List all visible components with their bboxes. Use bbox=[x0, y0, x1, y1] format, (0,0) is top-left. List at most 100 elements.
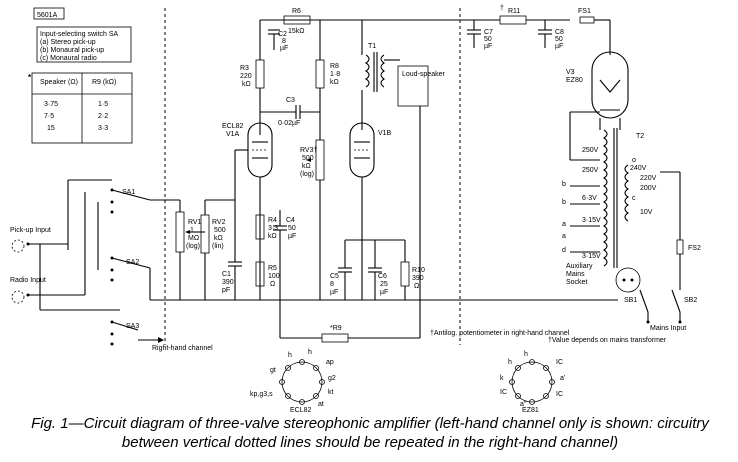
table-cell: 2·2 bbox=[98, 113, 108, 120]
pickup-input: Pick-up Input bbox=[10, 227, 68, 253]
aux-label: Mains bbox=[566, 271, 585, 278]
v1a-type: ECL82 bbox=[222, 123, 244, 130]
tap-label: 3·15V bbox=[582, 253, 601, 260]
speaker-col-header: Speaker (Ω) bbox=[40, 79, 78, 86]
r9-resistor: *R9 bbox=[279, 300, 421, 343]
switch-sa1: SA1 bbox=[67, 179, 151, 250]
c4-value: 50 bbox=[288, 225, 296, 232]
tap-letter: a bbox=[562, 233, 566, 240]
c1-capacitor: C1 390 pF bbox=[222, 200, 242, 300]
c3-value: 0·02µF bbox=[278, 120, 300, 127]
rv2-pot: RV2 500 kΩ (lin) bbox=[200, 200, 226, 300]
c5-label: C5 bbox=[330, 273, 339, 280]
v3-label: V3 bbox=[566, 69, 575, 76]
mains-input-label: Mains Input bbox=[650, 325, 686, 332]
figure-caption: Fig. 1—Circuit diagram of three-valve st… bbox=[31, 415, 709, 451]
tag-box: 5601A bbox=[33, 7, 65, 20]
table-cell: 7·5 bbox=[44, 113, 54, 120]
tap-letter: a bbox=[562, 221, 566, 228]
c2-value: 8 bbox=[282, 38, 286, 45]
pin-label: IC bbox=[556, 391, 563, 398]
c2-capacitor: C2 8 µF bbox=[268, 29, 288, 52]
radio-input-label: Radio Input bbox=[10, 277, 46, 284]
transformer-t2: T2 250V 250V 240V 220V 200V 10V 6·3V 3·1… bbox=[562, 111, 657, 268]
r10-value: 390 bbox=[412, 275, 424, 282]
r8-resistor: R8 1·8 kΩ bbox=[315, 20, 340, 112]
sb2-label: SB2 bbox=[684, 297, 697, 304]
pin-label: a'' bbox=[520, 401, 527, 408]
rv3-label: RV3† bbox=[300, 147, 317, 154]
switch-legend: Input-selecting switch SA (a) Stereo pic… bbox=[36, 26, 132, 63]
rv2-taper: (lin) bbox=[212, 243, 224, 250]
tap-label: 200V bbox=[640, 185, 657, 192]
r6-value: 15kΩ bbox=[288, 28, 305, 35]
table-cell: 3·75 bbox=[44, 101, 58, 108]
r4-resistor: R4 3·3 kΩ bbox=[255, 214, 278, 240]
table-cell: 15 bbox=[47, 125, 55, 132]
rv1-value: 1 bbox=[190, 227, 194, 234]
tap-label: 240V bbox=[630, 165, 647, 172]
radio-input: Radio Input bbox=[10, 277, 85, 304]
c3-label: C3 bbox=[286, 97, 295, 104]
valve-v3: V3 EZ80 bbox=[566, 51, 629, 119]
r8-value: 1·8 bbox=[330, 71, 340, 78]
right-hand-channel-label: Right-hand channel bbox=[152, 345, 213, 352]
pin-label: g2 bbox=[328, 375, 336, 382]
ecl82-pinout: h h ap g2 kt at kp,g3,s gt ECL82 bbox=[250, 349, 336, 414]
c7-label: C7 bbox=[484, 29, 493, 36]
switch-legend-item: (a) Stereo pick-up bbox=[40, 39, 96, 46]
c5-unit: µF bbox=[330, 289, 338, 296]
r4-value: 3·3 bbox=[268, 225, 278, 232]
switch-legend-item: (c) Monaural radio bbox=[40, 55, 97, 62]
tap-label: 220V bbox=[640, 175, 657, 182]
loudspeaker: Loud-speaker bbox=[384, 59, 445, 107]
tap-label: 250V bbox=[582, 167, 599, 174]
v3-type: EZ80 bbox=[566, 77, 583, 84]
v1a-label: V1A bbox=[226, 131, 240, 138]
tag-label: 5601A bbox=[37, 12, 58, 19]
rv2-unit: kΩ bbox=[214, 235, 223, 242]
r10-resistor: R10 390 Ω bbox=[400, 240, 425, 300]
table-cell: 1·5 bbox=[98, 101, 108, 108]
r5-resistor: R5 100 Ω bbox=[255, 261, 280, 288]
r10-label: R10 bbox=[412, 267, 425, 274]
sb1-label: SB1 bbox=[624, 297, 637, 304]
c8-unit: µF bbox=[555, 43, 563, 50]
v1b-label: V1B bbox=[378, 130, 392, 137]
c2-label: C2 bbox=[278, 31, 287, 38]
r4-unit: kΩ bbox=[268, 233, 277, 240]
c6-label: C6 bbox=[378, 273, 387, 280]
r3-label: R3 bbox=[240, 65, 249, 72]
r11-resistor: † R11 bbox=[499, 5, 570, 25]
c4-unit: µF bbox=[288, 233, 296, 240]
table-cell: 3·3 bbox=[98, 125, 108, 132]
rv3-taper: (log) bbox=[300, 171, 314, 178]
pin-label: IC bbox=[500, 389, 507, 396]
c1-label: C1 bbox=[222, 271, 231, 278]
tap-letter: c bbox=[632, 195, 636, 202]
rv1-taper: (log) bbox=[186, 243, 200, 250]
c7-unit: µF bbox=[484, 43, 492, 50]
aux-label: Auxiliary bbox=[566, 263, 593, 270]
value-depends-note: †Value depends on mains transformer bbox=[548, 337, 667, 344]
pin-label: h bbox=[288, 352, 292, 359]
t2-label: T2 bbox=[636, 133, 644, 140]
tap-letter: b bbox=[562, 181, 566, 188]
valve-v1a: ECL82 V1A bbox=[222, 122, 273, 178]
c7-capacitor: C7 50 µF bbox=[467, 20, 493, 50]
sa2-label: SA2 bbox=[126, 259, 139, 266]
r9-label: *R9 bbox=[330, 325, 342, 332]
ez81-pinout: h IC a' IC a'' IC k h EZ81 bbox=[500, 351, 565, 414]
r10-unit: Ω bbox=[414, 283, 419, 290]
c2-unit: µF bbox=[280, 45, 288, 52]
rv1-unit: MΩ bbox=[188, 235, 199, 242]
sa1-label: SA1 bbox=[122, 189, 135, 196]
speaker-table: * Speaker (Ω) R9 (kΩ) 3·75 1·5 7·5 2·2 1… bbox=[28, 72, 133, 144]
r5-value: 100 bbox=[268, 273, 280, 280]
c8-label: C8 bbox=[555, 29, 564, 36]
tap-label: 10V bbox=[640, 209, 653, 216]
rv3-unit: kΩ bbox=[302, 163, 311, 170]
r3-value: 220 bbox=[240, 73, 252, 80]
c8-value: 50 bbox=[555, 36, 563, 43]
rv2-label: RV2 bbox=[212, 219, 226, 226]
